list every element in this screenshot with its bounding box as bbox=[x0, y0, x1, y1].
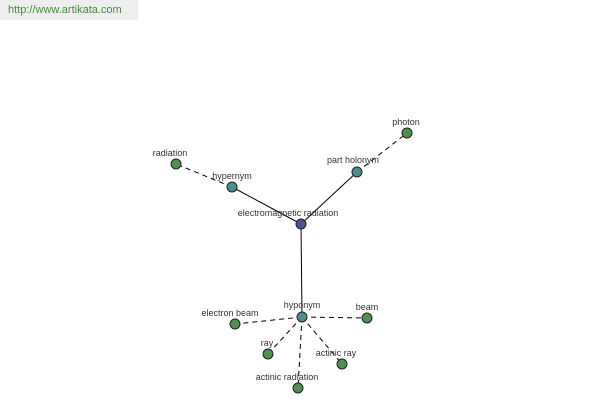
node-label-root[interactable]: electromagnetic radiation bbox=[238, 208, 339, 218]
node-photon[interactable] bbox=[401, 127, 413, 139]
node-actinic-radiation[interactable] bbox=[292, 382, 304, 394]
edge-hyponym-actinic-radiation bbox=[297, 316, 303, 389]
edge-part-holonym-photon bbox=[356, 132, 408, 173]
edge-hyponym-electron-beam bbox=[234, 316, 303, 325]
edge-hyponym-ray bbox=[267, 316, 303, 355]
node-part-holonym[interactable] bbox=[351, 166, 363, 178]
node-root[interactable] bbox=[295, 218, 307, 230]
node-ray[interactable] bbox=[262, 348, 274, 360]
node-hypernym[interactable] bbox=[226, 181, 238, 193]
edge-hyponym-beam bbox=[301, 316, 368, 319]
site-link[interactable]: http://www.artikata.com bbox=[8, 4, 122, 16]
node-beam[interactable] bbox=[361, 312, 373, 324]
node-label-ray[interactable]: ray bbox=[261, 338, 274, 348]
edge-hyponym-actinic-ray bbox=[301, 316, 343, 365]
labels-layer: electromagnetic radiation hypernym radiati… bbox=[153, 117, 420, 382]
node-label-actinic-radiation[interactable]: actinic radiation bbox=[256, 372, 319, 382]
node-label-hyponym[interactable]: hyponym bbox=[284, 300, 321, 310]
edges-layer bbox=[175, 132, 408, 389]
node-label-part-holonym[interactable]: part holonym bbox=[327, 155, 379, 165]
node-label-actinic-ray[interactable]: actinic ray bbox=[316, 348, 357, 358]
edge-root-hypernym bbox=[231, 186, 302, 225]
node-actinic-ray[interactable] bbox=[336, 358, 348, 370]
node-hyponym[interactable] bbox=[296, 311, 308, 323]
edge-hypernym-radiation bbox=[175, 163, 233, 188]
edge-root-part-holonym bbox=[300, 171, 358, 225]
edge-root-hyponym bbox=[300, 223, 303, 318]
node-label-electron-beam[interactable]: electron beam bbox=[201, 308, 258, 318]
node-label-beam[interactable]: beam bbox=[356, 302, 379, 312]
url-banner: http://www.artikata.com bbox=[0, 0, 138, 20]
node-label-radiation[interactable]: radiation bbox=[153, 148, 188, 158]
node-label-photon[interactable]: photon bbox=[392, 117, 420, 127]
node-radiation[interactable] bbox=[170, 158, 182, 170]
nodes-layer bbox=[170, 127, 413, 394]
node-electron-beam[interactable] bbox=[229, 318, 241, 330]
node-label-hypernym[interactable]: hypernym bbox=[212, 171, 252, 181]
